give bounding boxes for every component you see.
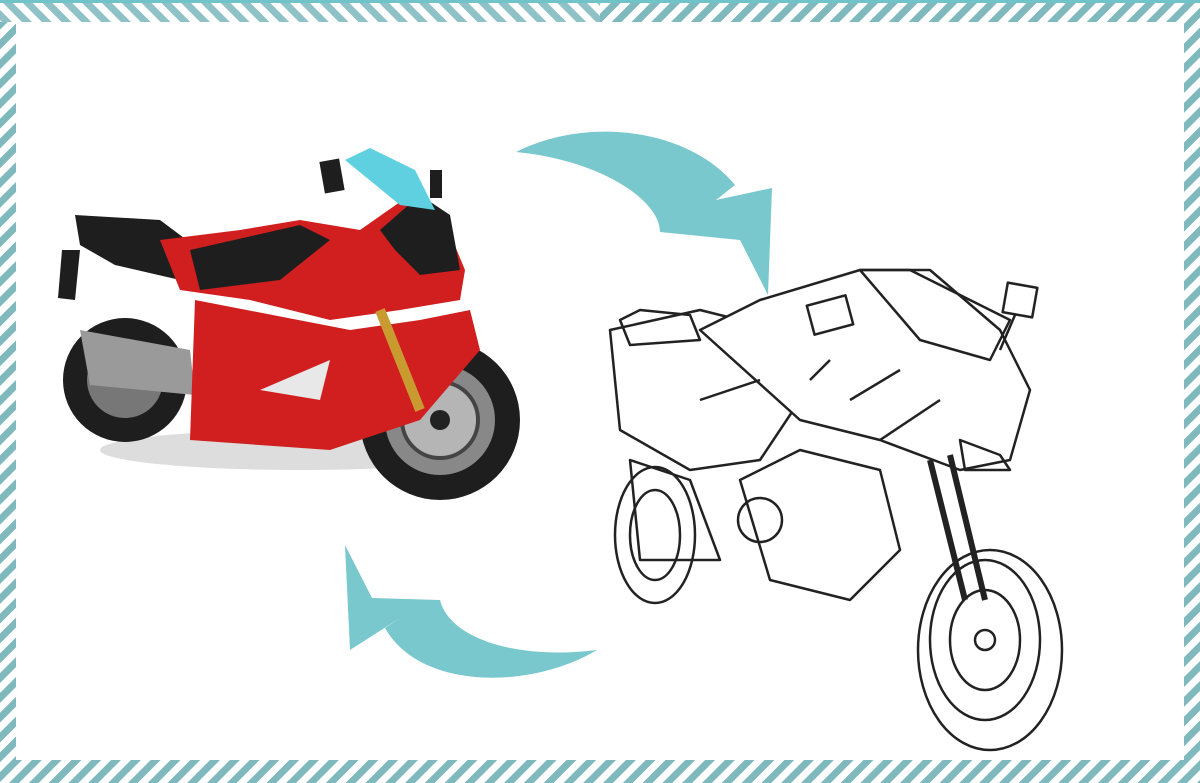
red-sport-motorcycle [58, 148, 520, 500]
cycle-arrow-bottom-icon [345, 545, 597, 678]
line-art-sport-motorcycle [608, 268, 1064, 752]
cycle-arrow-top-icon [516, 131, 772, 295]
